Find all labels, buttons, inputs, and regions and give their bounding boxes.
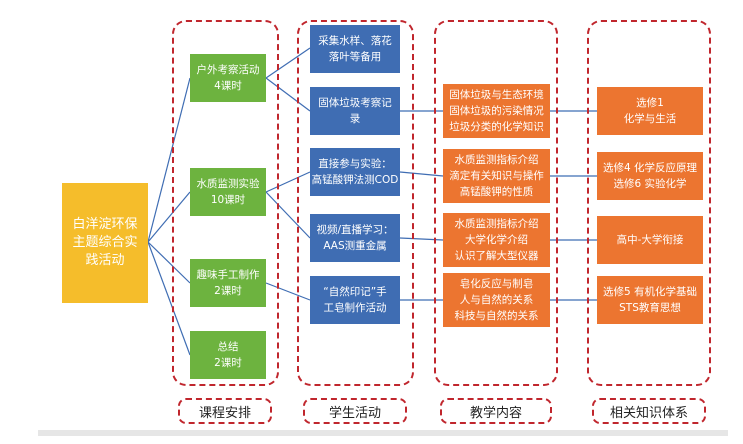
- activity-line: 固体垃圾考察记: [318, 97, 392, 109]
- connector-handcraft-soap: [265, 282, 311, 301]
- knowledge-line: STS教育思想: [619, 302, 681, 314]
- content-line: 高锰酸钾的性质: [459, 186, 534, 198]
- activities-label-text: 学生活动: [328, 405, 381, 421]
- center-topic-box: 白洋淀环保主题综合实践活动: [62, 183, 148, 303]
- activities-frame: [297, 20, 414, 386]
- content-line: 大学化学介绍: [465, 234, 528, 246]
- schedule-item-title: 趣味手工制作: [196, 269, 260, 281]
- connector-center-water: [147, 191, 191, 243]
- content-item-waste: 固体垃圾与生态环境 固体垃圾的污染情况 垃圾分类的化学知识: [443, 84, 550, 138]
- knowledge-column-label: 相关知识体系: [592, 398, 706, 424]
- content-line: 人与自然的关系: [459, 294, 534, 306]
- activity-line: 落叶等备用: [328, 51, 382, 63]
- connector-water-experiment: [265, 171, 311, 193]
- schedule-item-title: 户外考察活动: [196, 64, 260, 76]
- knowledge-item-elective5: 选修5 有机化学基础 STS教育思想: [597, 276, 703, 324]
- knowledge-item-transition: 高中-大学衔接: [597, 216, 703, 264]
- activity-item-experiment: 直接参与实验： 高锰酸钾法测COD: [310, 148, 400, 196]
- activity-item-video: 视频/直播学习： AAS测重金属: [310, 214, 400, 262]
- schedule-item-summary: 总结 2课时: [190, 331, 266, 379]
- content-line: 皂化反应与制皂: [459, 278, 534, 290]
- schedule-item-water: 水质监测实验 10课时: [190, 168, 266, 216]
- knowledge-frame: [587, 20, 711, 386]
- activity-line: 直接参与实验：: [318, 158, 392, 170]
- connector-water-video: [265, 191, 311, 239]
- activity-line: 录: [349, 113, 361, 125]
- knowledge-line: 高中-大学衔接: [616, 234, 684, 246]
- schedule-item-outdoor: 户外考察活动 4课时: [190, 54, 266, 102]
- knowledge-label-text: 相关知识体系: [609, 405, 688, 421]
- content-label-text: 教学内容: [469, 405, 522, 421]
- content-line: 水质监测指标介绍: [454, 218, 539, 230]
- schedule-item-title: 水质监测实验: [196, 178, 260, 190]
- content-line: 固体垃圾的污染情况: [449, 105, 544, 117]
- bottom-divider: [38, 430, 728, 436]
- schedule-item-hours: 2课时: [214, 285, 242, 297]
- knowledge-line: 选修5 有机化学基础: [602, 286, 698, 298]
- content-item-instruments: 水质监测指标介绍 大学化学介绍 认识了解大型仪器: [443, 213, 550, 267]
- schedule-label-text: 课程安排: [198, 405, 251, 421]
- knowledge-line: 选修4 化学反应原理: [602, 162, 698, 174]
- knowledge-line: 选修6 实验化学: [613, 178, 687, 190]
- schedule-item-hours: 2课时: [214, 357, 242, 369]
- schedule-item-title: 总结: [217, 341, 239, 353]
- content-item-soap: 皂化反应与制皂 人与自然的关系 科技与自然的关系: [443, 273, 550, 327]
- content-frame: [434, 20, 558, 386]
- center-topic-text: 白洋淀环保主题综合实践活动: [72, 217, 138, 268]
- activity-line: “自然印记”手: [323, 286, 387, 298]
- content-line: 认识了解大型仪器: [454, 250, 539, 262]
- schedule-column-label: 课程安排: [178, 398, 272, 424]
- activities-column-label: 学生活动: [303, 398, 407, 424]
- content-line: 水质监测指标介绍: [454, 154, 539, 166]
- knowledge-line: 选修1: [636, 97, 664, 109]
- activity-line: 高锰酸钾法测COD: [311, 174, 399, 186]
- content-item-titration: 水质监测指标介绍 滴定有关知识与操作 高锰酸钾的性质: [443, 149, 550, 203]
- schedule-item-handcraft: 趣味手工制作 2课时: [190, 259, 266, 307]
- activity-line: AAS测重金属: [323, 240, 387, 252]
- content-line: 科技与自然的关系: [454, 310, 539, 322]
- activity-item-waste: 固体垃圾考察记 录: [310, 87, 400, 135]
- activity-line: 视频/直播学习：: [316, 224, 394, 236]
- schedule-item-hours: 4课时: [214, 80, 242, 92]
- activity-line: 采集水样、落花: [318, 35, 392, 47]
- knowledge-item-elective1: 选修1 化学与生活: [597, 87, 703, 135]
- activity-item-soap: “自然印记”手 工皂制作活动: [310, 276, 400, 324]
- activity-line: 工皂制作活动: [323, 302, 387, 314]
- knowledge-line: 化学与生活: [623, 113, 677, 125]
- schedule-item-hours: 10课时: [210, 194, 246, 206]
- connector-outdoor-waste: [265, 77, 311, 112]
- content-column-label: 教学内容: [440, 398, 552, 424]
- content-line: 固体垃圾与生态环境: [449, 89, 544, 101]
- connector-center-summary: [147, 241, 191, 356]
- schedule-frame: [172, 20, 279, 386]
- connector-outdoor-sampling: [265, 47, 311, 79]
- knowledge-item-elective4-6: 选修4 化学反应原理 选修6 实验化学: [597, 152, 703, 200]
- content-line: 垃圾分类的化学知识: [449, 121, 544, 133]
- connector-center-handcraft: [147, 241, 191, 284]
- activity-item-sampling: 采集水样、落花 落叶等备用: [310, 25, 400, 73]
- connector-center-outdoor: [147, 77, 191, 243]
- content-line: 滴定有关知识与操作: [449, 170, 544, 182]
